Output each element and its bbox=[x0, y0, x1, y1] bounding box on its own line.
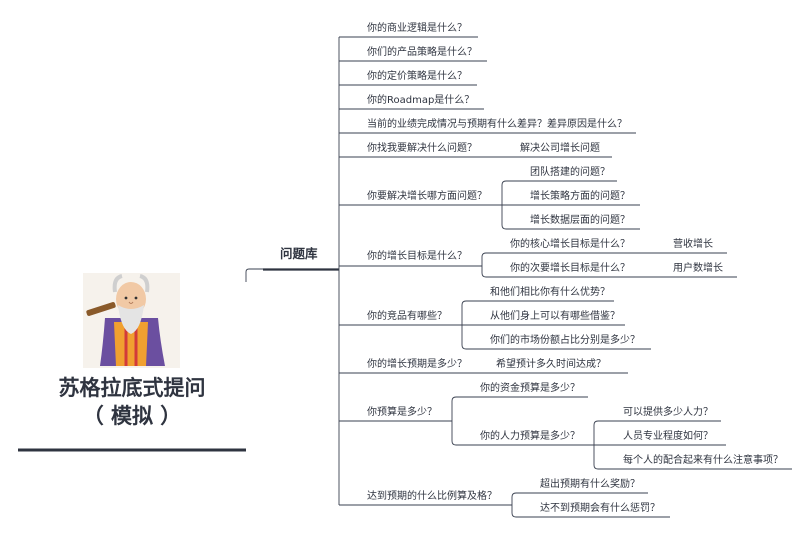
node-label: 你的商业逻辑是什么？ bbox=[367, 21, 467, 34]
child-q9c[interactable]: 你们的市场份额占比分别是多少？ bbox=[490, 333, 640, 346]
node-label: 你的定价策略是什么？ bbox=[367, 69, 467, 82]
child-q11b3[interactable]: 每个人的配合起来有什么注意事项？ bbox=[623, 453, 783, 466]
child-q11b2[interactable]: 人员专业程度如何？ bbox=[623, 429, 713, 442]
connector-q7c bbox=[501, 205, 640, 230]
child-q8b[interactable]: 你的次要增长目标是什么？ bbox=[510, 261, 630, 274]
node-label: 你找我要解决什么问题？ bbox=[367, 141, 477, 154]
child-q11b[interactable]: 你的人力预算是多少？ bbox=[480, 429, 580, 442]
connector-q8a bbox=[481, 252, 727, 266]
child-q8b1[interactable]: 用户数增长 bbox=[673, 261, 723, 274]
child-q7a[interactable]: 团队搭建的问题？ bbox=[530, 165, 610, 178]
branch-q3[interactable]: 你的定价策略是什么？ bbox=[339, 69, 477, 86]
branch-q12[interactable]: 达到预期的什么比例算及格？ 超出预期有什么奖励？ 达不到预期会有什么惩罚？ bbox=[339, 477, 670, 518]
node-label: 你们的产品策略是什么？ bbox=[367, 45, 477, 58]
connector-q8b bbox=[481, 266, 737, 278]
connector-q9c bbox=[461, 325, 651, 350]
connector-q11b bbox=[451, 421, 594, 446]
child-q12a[interactable]: 超出预期有什么奖励？ bbox=[540, 477, 640, 490]
child-q9a[interactable]: 和他们相比你有什么优势？ bbox=[490, 285, 610, 298]
connector-q9a bbox=[461, 300, 614, 325]
node-label: 你要解决增长哪方面问题？ bbox=[367, 189, 487, 202]
hub-label[interactable]: 问题库 bbox=[280, 246, 318, 261]
child-q8a1[interactable]: 营收增长 bbox=[673, 237, 713, 250]
child-q11b1[interactable]: 可以提供多少人力？ bbox=[623, 405, 713, 418]
branch-q2[interactable]: 你们的产品策略是什么？ bbox=[339, 45, 487, 62]
connector-q7a bbox=[501, 180, 617, 205]
socrates-portrait bbox=[83, 273, 180, 368]
connector-q11a bbox=[451, 396, 588, 421]
branch-q5[interactable]: 当前的业绩完成情况与预期有什么差异？差异原因是什么？ bbox=[339, 117, 636, 134]
branch-q6[interactable]: 你找我要解决什么问题？ 解决公司增长问题 bbox=[339, 141, 612, 158]
node-label: 当前的业绩完成情况与预期有什么差异？差异原因是什么？ bbox=[367, 117, 627, 130]
root-title-line2: （ 模拟 ） bbox=[83, 404, 182, 428]
root-title-line1: 苏格拉底式提问 bbox=[59, 376, 206, 400]
child-q8a[interactable]: 你的核心增长目标是什么？ bbox=[510, 237, 630, 250]
branch-q9[interactable]: 你的竞品有哪些？ 和他们相比你有什么优势？ 从他们身上可以有哪些借鉴？ 你们的市… bbox=[339, 285, 651, 350]
connector-q12b bbox=[511, 505, 670, 518]
child-q9b[interactable]: 从他们身上可以有哪些借鉴？ bbox=[490, 309, 620, 322]
node-label: 达到预期的什么比例算及格？ bbox=[367, 489, 497, 502]
node-label: 你的增长预期是多少？ bbox=[367, 357, 467, 370]
branch-q10[interactable]: 你的增长预期是多少？ 希望预计多久时间达成？ bbox=[339, 357, 628, 374]
root-node[interactable]: 苏格拉底式提问 （ 模拟 ） bbox=[18, 273, 246, 452]
branch-q11[interactable]: 你预算是多少？ 你的资金预算是多少？ 你的人力预算是多少？ 可以提供多少人力？ … bbox=[339, 381, 792, 470]
branch-q1[interactable]: 你的商业逻辑是什么？ bbox=[339, 21, 478, 38]
child-q10a[interactable]: 希望预计多久时间达成？ bbox=[496, 357, 606, 370]
child-q7b[interactable]: 增长策略方面的问题？ bbox=[530, 189, 630, 202]
branch-q8[interactable]: 你的增长目标是什么？ 你的核心增长目标是什么？ 营收增长 你的次要增长目标是什么… bbox=[339, 237, 737, 278]
node-label: 你的竞品有哪些？ bbox=[367, 309, 447, 322]
connector-q11b3 bbox=[593, 445, 792, 470]
branch-q4[interactable]: 你的Roadmap是什么？ bbox=[339, 93, 484, 110]
child-q7c[interactable]: 增长数据层面的问题？ bbox=[530, 213, 630, 226]
child-q6a[interactable]: 解决公司增长问题 bbox=[520, 141, 600, 154]
node-label: 你的增长目标是什么？ bbox=[367, 249, 467, 262]
connector-q12a bbox=[511, 492, 648, 505]
node-label: 你的Roadmap是什么？ bbox=[367, 93, 474, 106]
child-q12b[interactable]: 达不到预期会有什么惩罚？ bbox=[540, 501, 660, 514]
root-hub-connector bbox=[245, 268, 263, 282]
connector-q11b1 bbox=[593, 420, 721, 445]
branch-q7[interactable]: 你要解决增长哪方面问题？ 团队搭建的问题？ 增长策略方面的问题？ 增长数据层面的… bbox=[339, 165, 640, 230]
child-q11a[interactable]: 你的资金预算是多少？ bbox=[480, 381, 580, 394]
node-label: 你预算是多少？ bbox=[367, 405, 437, 418]
